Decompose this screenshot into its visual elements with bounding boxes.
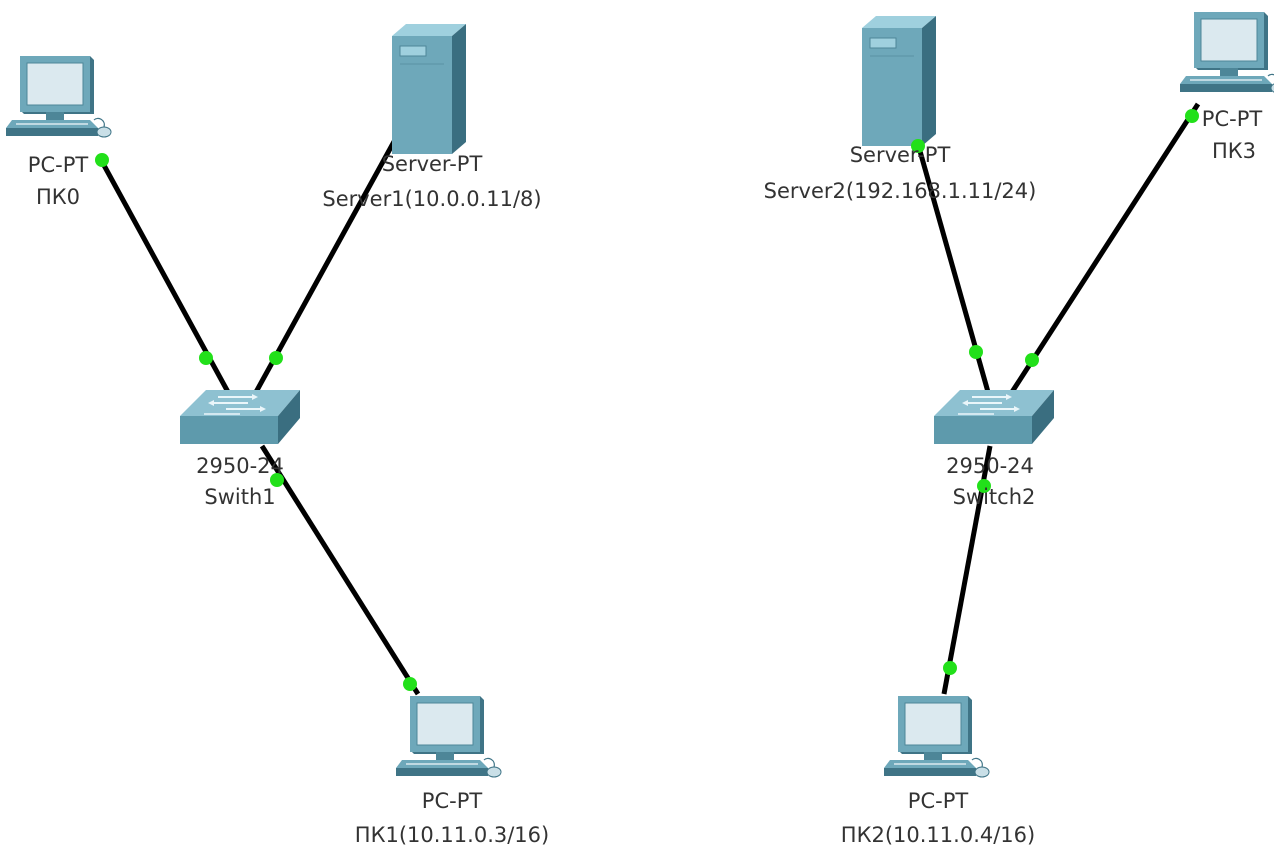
switch-icon bbox=[179, 389, 301, 445]
switch1-name-label: Swith1 bbox=[204, 485, 275, 509]
device-server2[interactable] bbox=[861, 15, 937, 147]
switch2-model-label: 2950-24 bbox=[946, 454, 1034, 478]
pc3-model-label: PC-PT bbox=[1202, 107, 1263, 131]
server-icon bbox=[391, 23, 467, 155]
link-pc3-switch2[interactable] bbox=[1009, 102, 1201, 394]
link-server1-switch1[interactable] bbox=[253, 136, 399, 394]
device-pc3[interactable] bbox=[1179, 11, 1274, 94]
pc-icon bbox=[1179, 11, 1274, 94]
device-pc2[interactable] bbox=[883, 695, 990, 778]
pc1-name-label: ПК1(10.11.0.3/16) bbox=[355, 823, 549, 847]
switch1-model-label: 2950-24 bbox=[196, 454, 284, 478]
switch2-name-label: Switch2 bbox=[953, 485, 1036, 509]
port-status-dot bbox=[403, 677, 417, 691]
server1-model-label: Server-PT bbox=[382, 152, 483, 176]
pc0-name-label: ПК0 bbox=[36, 185, 80, 209]
port-status-dot bbox=[269, 351, 283, 365]
switch-icon bbox=[933, 389, 1055, 445]
port-status-dot bbox=[969, 345, 983, 359]
server-icon bbox=[861, 15, 937, 147]
pc0-model-label: PC-PT bbox=[28, 153, 89, 177]
pc-icon bbox=[5, 55, 112, 138]
pc-icon bbox=[395, 695, 502, 778]
port-status-dot bbox=[977, 479, 991, 493]
pc-icon bbox=[883, 695, 990, 778]
port-status-dot bbox=[270, 473, 284, 487]
device-pc1[interactable] bbox=[395, 695, 502, 778]
device-server1[interactable] bbox=[391, 23, 467, 155]
pc2-name-label: ПК2(10.11.0.4/16) bbox=[841, 823, 1035, 847]
server2-name-label: Server2(192.168.1.11/24) bbox=[764, 179, 1037, 203]
pc2-model-label: PC-PT bbox=[908, 789, 969, 813]
port-indicators bbox=[95, 109, 1199, 691]
server1-name-label: Server1(10.0.0.11/8) bbox=[322, 187, 541, 211]
pc1-model-label: PC-PT bbox=[422, 789, 483, 813]
pc3-name-label: ПК3 bbox=[1212, 139, 1256, 163]
port-status-dot bbox=[199, 351, 213, 365]
device-switch2[interactable] bbox=[933, 389, 1055, 445]
device-pc0[interactable] bbox=[5, 55, 112, 138]
labels-layer: PC-PT ПК0 Server-PT Server1(10.0.0.11/8)… bbox=[28, 107, 1263, 847]
device-switch1[interactable] bbox=[179, 389, 301, 445]
port-status-dot bbox=[1185, 109, 1199, 123]
server2-model-label: Server-PT bbox=[850, 143, 951, 167]
port-status-dot bbox=[911, 139, 925, 153]
port-status-dot bbox=[943, 661, 957, 675]
port-status-dot bbox=[1025, 353, 1039, 367]
link-switch1-pc1[interactable] bbox=[259, 444, 421, 696]
port-status-dot bbox=[95, 153, 109, 167]
